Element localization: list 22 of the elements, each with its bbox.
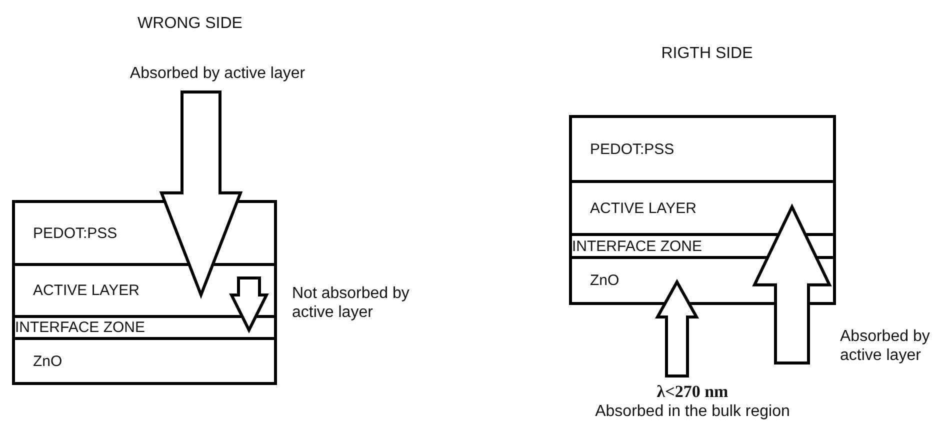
layer-box xyxy=(569,115,836,183)
layer-label: ZnO xyxy=(590,273,620,288)
layer-label: ACTIVE LAYER xyxy=(33,283,140,298)
layer-box xyxy=(569,180,836,236)
block-arrow xyxy=(654,278,700,378)
layer-label: ZnO xyxy=(33,354,62,368)
layer-label: ACTIVE LAYER xyxy=(590,200,696,216)
wavelength-text: λ<270 nm xyxy=(656,380,728,402)
layer-label: PEDOT:PSS xyxy=(590,142,674,156)
layer-box xyxy=(12,337,277,385)
layer-label: INTERFACE ZONE xyxy=(572,238,702,254)
section-heading: RIGTH SIDE xyxy=(660,44,754,64)
block-arrow xyxy=(229,276,269,334)
annotation-text: Not absorbed by active layer xyxy=(292,284,410,322)
block-arrow xyxy=(159,90,243,300)
annotation-text: Absorbed by active layer xyxy=(840,327,931,366)
section-heading: WRONG SIDE xyxy=(136,14,244,34)
annotation-text: Absorbed by active layer xyxy=(130,64,306,84)
layer-label: PEDOT:PSS xyxy=(33,226,118,240)
annotation-text: Absorbed in the bulk region xyxy=(595,402,790,422)
block-arrow xyxy=(752,203,832,364)
layer-label: INTERFACE ZONE xyxy=(15,320,146,335)
